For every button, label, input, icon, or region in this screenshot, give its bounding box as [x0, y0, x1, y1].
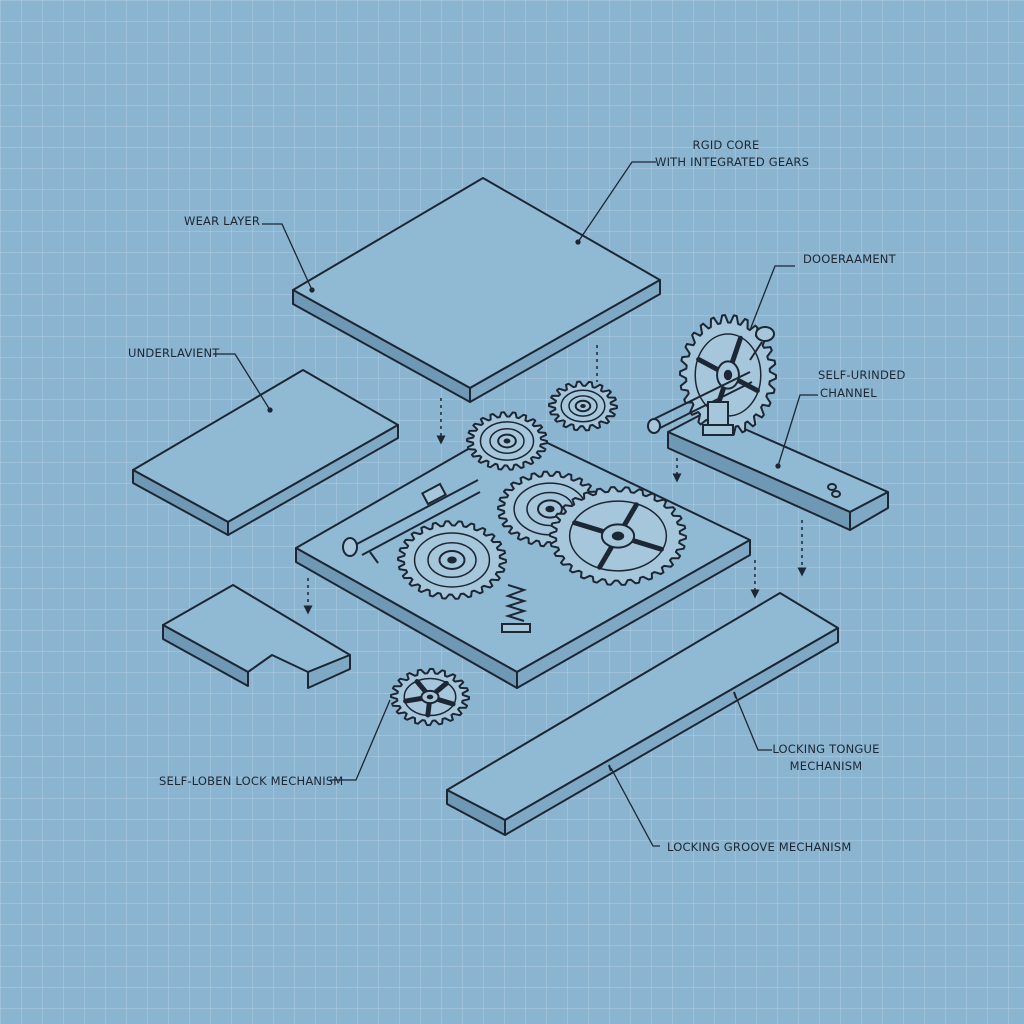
locking-strip-plate [446, 592, 839, 836]
self-guided-channel-bar [667, 411, 889, 531]
gear-icon [397, 520, 507, 600]
notched-plate [162, 584, 351, 689]
spring-icon [501, 584, 531, 633]
gear-icon [466, 411, 548, 471]
self-channel-label-line2: CHANNEL [820, 386, 877, 400]
rigid-core-plate [295, 424, 751, 689]
rigid-core-label-line2: WITH INTEGRATED GEARS [655, 155, 810, 169]
self-channel-label-line1: SELF-URINDED [818, 368, 906, 382]
gear-icon [549, 486, 687, 586]
wear-layer-plate [292, 177, 661, 403]
underlayment-plate [132, 369, 399, 536]
locking-tongue-label-line2: MECHANISM [789, 759, 863, 773]
locking-tongue-label-line1: LOCKING TONGUE [772, 742, 880, 756]
self-lock-label: SELF-LOBEN LOCK MECHANISM [159, 774, 344, 788]
wear-layer-label: WEAR LAYER [184, 214, 261, 228]
gear-icon [548, 380, 618, 432]
locking-groove-label: LOCKING GROOVE MECHANISM [667, 840, 852, 854]
underlayment-label: UNDERLAVIENT [128, 346, 220, 360]
shaft-icon [342, 479, 481, 564]
explode-arrows [303, 345, 807, 615]
dooeraament-label: DOOERAAMENT [803, 252, 896, 266]
rigid-core-label-line1: RGID CORE [692, 138, 760, 152]
gear-icon [390, 667, 470, 727]
leader-lines [213, 161, 818, 847]
crank-icon [647, 326, 775, 436]
